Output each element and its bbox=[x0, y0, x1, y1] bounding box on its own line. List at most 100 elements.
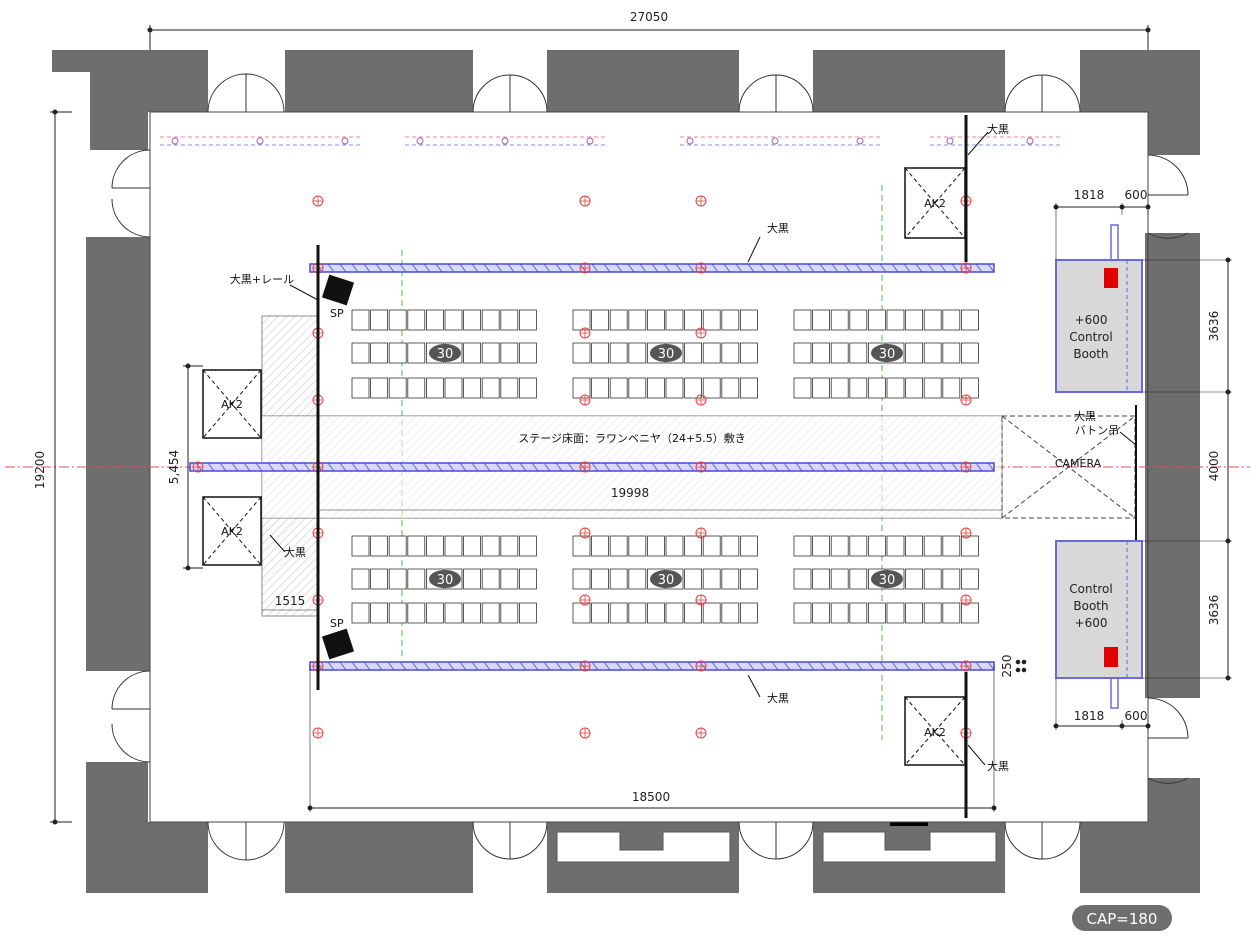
truss-strut bbox=[483, 661, 491, 671]
ak2-bottom-left bbox=[202, 496, 262, 566]
seat bbox=[830, 342, 849, 364]
seat bbox=[868, 377, 886, 399]
truss-strut bbox=[723, 263, 731, 273]
truss-strut bbox=[783, 263, 791, 273]
seat bbox=[628, 535, 647, 557]
seat-block-badge bbox=[871, 344, 903, 362]
truss-strut bbox=[651, 661, 659, 671]
truss-strut bbox=[603, 462, 611, 472]
truss-strut bbox=[483, 462, 491, 472]
truss-strut bbox=[399, 661, 407, 671]
dim-truss-offset: 250 bbox=[1000, 655, 1014, 678]
truss-strut bbox=[987, 661, 995, 671]
truss-strut bbox=[375, 661, 383, 671]
seat bbox=[519, 602, 537, 624]
truss-strut bbox=[555, 263, 563, 273]
truss-strut bbox=[723, 661, 731, 671]
truss-strut bbox=[975, 661, 983, 671]
seat bbox=[500, 342, 519, 364]
truss-strut bbox=[219, 462, 227, 472]
seat bbox=[721, 377, 740, 399]
seat bbox=[665, 602, 684, 624]
truss-strut bbox=[651, 462, 659, 472]
truss-strut bbox=[819, 462, 827, 472]
seat bbox=[868, 602, 886, 624]
truss-strut bbox=[735, 462, 743, 472]
speaker-top-label: SP bbox=[330, 307, 344, 320]
truss-strut bbox=[711, 263, 719, 273]
seat bbox=[351, 602, 370, 624]
seat bbox=[702, 535, 721, 557]
truss-strut bbox=[351, 661, 359, 671]
booth-bottom-line2: Booth bbox=[1073, 599, 1108, 613]
truss-strut bbox=[531, 462, 539, 472]
truss-strut bbox=[243, 462, 251, 472]
truss-strut bbox=[567, 462, 575, 472]
truss-strut bbox=[759, 263, 767, 273]
curtain-label-bottom-right: 大黒 bbox=[987, 759, 1009, 773]
truss-strut bbox=[759, 462, 767, 472]
seat bbox=[812, 309, 830, 331]
seat bbox=[591, 342, 609, 364]
seat bbox=[425, 377, 444, 399]
seat bbox=[519, 535, 537, 557]
seat bbox=[923, 309, 942, 331]
seat bbox=[463, 535, 482, 557]
truss-strut bbox=[915, 462, 923, 472]
truss-strut bbox=[363, 263, 371, 273]
dim-camera-gap: 4000 bbox=[1207, 451, 1221, 482]
truss-strut bbox=[795, 462, 803, 472]
lights bbox=[171, 137, 1034, 739]
truss-strut bbox=[975, 462, 983, 472]
truss-strut bbox=[795, 263, 803, 273]
truss-strut bbox=[903, 661, 911, 671]
dim-stage-width: 5,454 bbox=[167, 450, 181, 484]
truss-strut bbox=[879, 462, 887, 472]
seat bbox=[665, 377, 684, 399]
capacity-badge bbox=[1072, 905, 1172, 931]
leader-lines bbox=[269, 131, 1137, 766]
seat bbox=[425, 602, 444, 624]
seat-block-count: 30 bbox=[879, 573, 896, 588]
truss-strut bbox=[291, 462, 299, 472]
top-light-lines bbox=[160, 136, 1060, 146]
ak2-bottom-left-label: AK2 bbox=[221, 525, 243, 538]
truss-strut bbox=[387, 661, 395, 671]
truss-strut bbox=[639, 462, 647, 472]
seat bbox=[481, 342, 500, 364]
truss-strut bbox=[603, 661, 611, 671]
truss-strut bbox=[603, 263, 611, 273]
seat bbox=[905, 342, 923, 364]
truss-strut bbox=[303, 462, 311, 472]
seat bbox=[684, 342, 702, 364]
truss-strut bbox=[807, 661, 815, 671]
ak2-bottom-right-label: AK2 bbox=[924, 726, 946, 739]
dimension-lines bbox=[50, 25, 1232, 825]
light-fixture-small bbox=[171, 137, 179, 145]
truss-strut bbox=[327, 462, 335, 472]
seat bbox=[628, 568, 647, 590]
seat bbox=[923, 342, 942, 364]
seat-block-count: 30 bbox=[658, 347, 675, 362]
seat bbox=[370, 377, 389, 399]
seat bbox=[500, 602, 519, 624]
truss-strut bbox=[855, 462, 863, 472]
seat bbox=[388, 377, 407, 399]
truss-strut bbox=[651, 263, 659, 273]
seat bbox=[628, 377, 647, 399]
truss-strut bbox=[843, 263, 851, 273]
truss-strut bbox=[591, 263, 599, 273]
truss-strut bbox=[531, 661, 539, 671]
truss-strut bbox=[591, 661, 599, 671]
truss-strut bbox=[627, 263, 635, 273]
seat bbox=[830, 535, 849, 557]
seat bbox=[830, 377, 849, 399]
truss-strut bbox=[843, 462, 851, 472]
truss-strut bbox=[555, 661, 563, 671]
truss-strut bbox=[231, 462, 239, 472]
truss-strut bbox=[495, 462, 503, 472]
truss-strut bbox=[351, 263, 359, 273]
truss-strut bbox=[867, 263, 875, 273]
seat bbox=[684, 377, 702, 399]
